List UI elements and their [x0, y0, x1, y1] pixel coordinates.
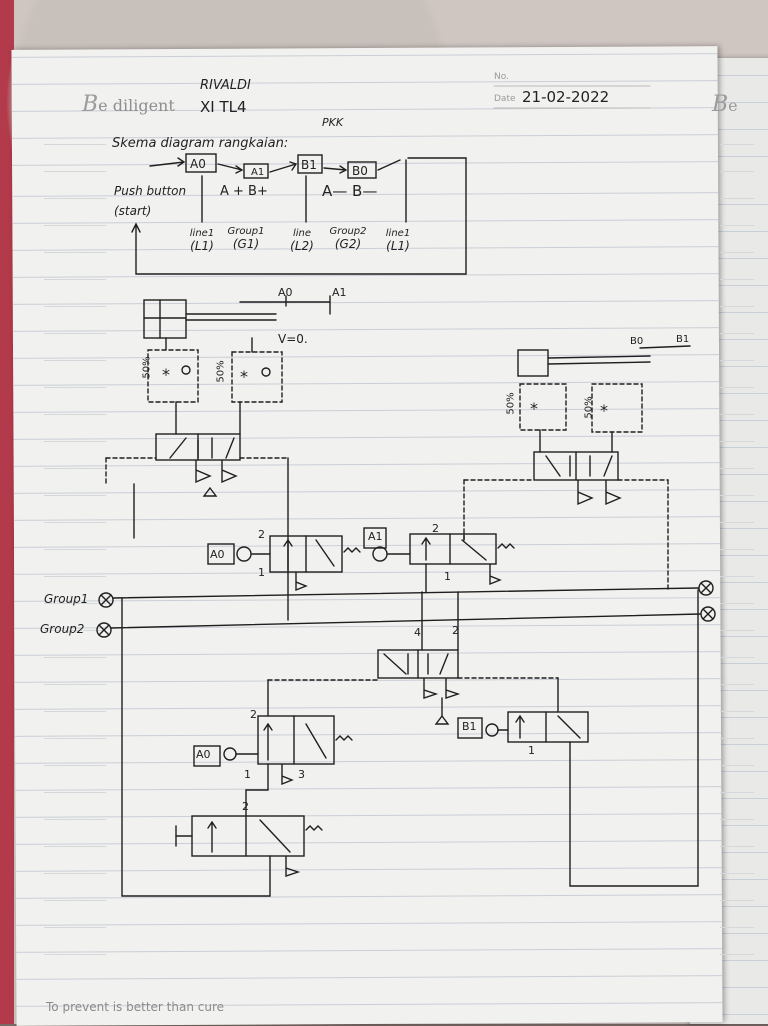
flow-box-b1: B1: [301, 158, 317, 172]
footer-motto: To prevent is better than cure: [46, 1000, 225, 1014]
flow-box-a1: A1: [251, 167, 265, 178]
group2-actions: A— B—: [322, 182, 378, 200]
label-l2: line(L2): [290, 228, 314, 253]
brand-logo-next: Be: [712, 92, 738, 117]
flow-box-b1-frame: [297, 154, 323, 174]
limit-b1: B1: [676, 334, 690, 345]
brand-logo: Be diligent: [82, 92, 175, 117]
valve-a1: [409, 533, 497, 565]
cylinder-b: [517, 349, 549, 377]
student-class: XI TL4: [200, 98, 247, 116]
flow-box-b0-frame: [347, 161, 377, 179]
port-1-a: 1: [258, 566, 265, 579]
label-l1-a: line1(L1): [189, 228, 215, 253]
port-1-d: 1: [244, 768, 251, 781]
label-l1-b: line1(L1): [385, 228, 411, 253]
flow-box-a1-frame: [243, 163, 269, 179]
subject: PKK: [322, 116, 344, 129]
valve-a0-lower: [257, 715, 335, 765]
group1-terminal: [98, 592, 114, 608]
svg-text:*: *: [600, 401, 608, 420]
port-4-c: 4: [414, 626, 421, 639]
port-2-b: 2: [432, 522, 439, 535]
diagram-title: Skema diagram rangkaian:: [112, 136, 289, 151]
label-g2: Group2(G2): [329, 226, 367, 251]
port-1-b: 1: [444, 570, 451, 583]
margin-tabs: [44, 130, 106, 960]
group2-terminal: [96, 622, 112, 638]
port-3-d: 3: [298, 768, 305, 781]
group1-label: Group1: [44, 592, 89, 606]
valve-b1: [507, 711, 589, 743]
brand-mark: B: [82, 92, 99, 117]
group1-actions: A + B+: [220, 184, 268, 199]
group1-line: [112, 587, 699, 599]
flow-box-b0: B0: [352, 164, 368, 178]
student-name: RIVALDI: [200, 78, 251, 93]
valve-label-b1: B1: [462, 720, 477, 733]
flow-box-a0: A0: [190, 157, 206, 171]
valve-label-a1: A1: [368, 530, 383, 543]
margin-tabs-next: [720, 130, 754, 960]
push-button-label: Push button: [114, 184, 187, 198]
port-1-f: 1: [528, 744, 535, 757]
flow-box-a0-frame: [185, 153, 217, 173]
cylinder-a: [143, 299, 187, 339]
v-label: V=0.: [278, 332, 308, 346]
svg-text:*: *: [240, 367, 248, 386]
no-label: No.: [494, 72, 509, 82]
limit-b0: B0: [630, 336, 644, 347]
svg-text:*: *: [162, 365, 170, 384]
svg-text:*: *: [530, 399, 538, 418]
group2-label: Group2: [40, 622, 85, 636]
valve-label-a0-2: A0: [196, 748, 211, 761]
label-g1: Group1(G1): [227, 226, 265, 251]
date-label: Date: [494, 94, 516, 104]
port-2-a: 2: [258, 528, 265, 541]
limit-a0: A0: [278, 286, 293, 299]
valve-label-a0: A0: [210, 548, 225, 561]
group2-line: [110, 613, 701, 629]
limit-a1: A1: [332, 286, 347, 299]
port-2-c: 2: [452, 624, 459, 637]
date-value: 21-02-2022: [522, 88, 610, 106]
port-2-d: 2: [250, 708, 257, 721]
start-label: (start): [114, 204, 152, 218]
brand-text: e diligent: [98, 96, 175, 115]
